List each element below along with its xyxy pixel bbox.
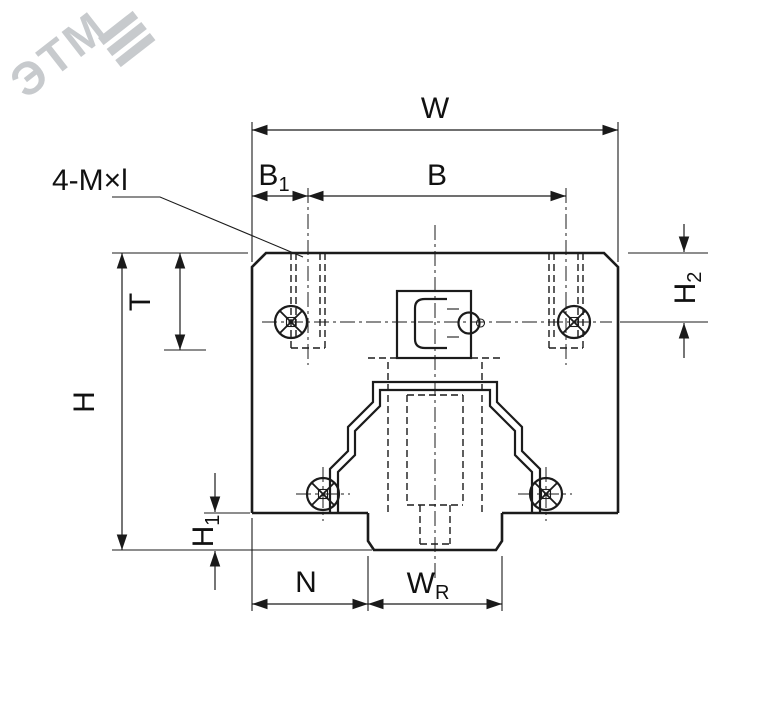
dim-label-b: B [427,159,447,192]
dim-label-h: H [68,391,101,413]
end-seal-screws [273,304,592,512]
watermark-text: ЭТМ [0,0,117,108]
dimension-h1: H1 [187,473,250,590]
dimension-h2: H2 [620,224,708,358]
dim-label-t: T [124,293,157,311]
mounting-holes [290,253,584,349]
dimension-wr: WR [368,556,503,611]
dim-label-h2: H2 [669,272,706,305]
grease-nipple-icon [413,297,486,350]
cross-screw-icon [528,476,564,512]
bolt-callout-label: 4-M×l [52,164,128,197]
dim-label-n: N [295,566,317,599]
dim-label-b1: B1 [258,159,289,196]
dimension-h: H [68,253,372,551]
cross-screw-icon [556,304,592,340]
watermark: ЭТМ [0,0,156,108]
watermark-logo-icon [98,10,156,68]
dim-label-wr: WR [407,567,450,604]
end-seal-contour [328,380,542,513]
dimension-b: B [308,159,566,202]
block-outline [250,251,620,515]
mounting-hole-left [290,253,326,349]
dimension-b1: B1 [252,159,308,202]
dim-label-h1: H1 [187,515,224,548]
rail-section [366,357,504,552]
dim-label-w: W [421,92,450,125]
callout-leader-line [112,196,304,258]
cross-screw-icon [305,476,341,512]
nipple-housing [395,289,473,360]
dimension-t: T [112,252,248,351]
dimension-w: W [251,92,619,262]
grease-nipple-assembly [395,289,486,360]
bolt-callout: 4-M×l [52,164,304,258]
cross-screw-icon [273,304,309,340]
dimension-n: N [251,518,369,611]
